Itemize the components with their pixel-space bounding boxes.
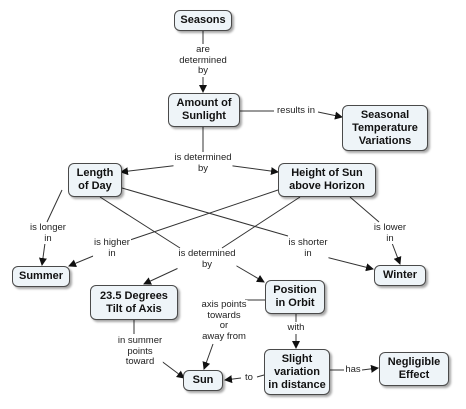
link-has: has [344,364,362,376]
link-is-longer-in: is longer in [29,222,67,244]
line-longer-to-summer [38,242,47,266]
line-height-to-lower [349,196,380,223]
link-to: to [244,372,254,384]
line-slight-to-to [256,374,265,378]
link-axis-points: axis points towards or away from [200,299,248,342]
concept-slight-variation: Slight variation in distance [264,349,330,395]
line-length-to-longer [46,189,63,223]
concept-amount-of-sunlight: Amount of Sunlight [168,93,240,127]
link-is-determined-by-2: is determined by [177,248,237,270]
concept-sun: Sun [183,370,223,391]
link-is-lower-in: is lower in [372,222,408,244]
link-with: with [286,322,306,334]
concept-height-of-sun: Height of Sun above Horizon [278,163,376,197]
line-to-to-sun [224,375,242,384]
concept-summer: Summer [12,266,70,287]
concept-negligible-effect: Negligible Effect [379,352,449,386]
line-insummer-to-sun [159,359,185,379]
line-label-to-seasonal [317,111,343,120]
link-is-shorter-in: is shorter in [287,237,329,259]
line-height-to-determined2 [221,196,301,249]
concept-winter: Winter [374,265,426,286]
line-axis-to-sun [202,343,214,370]
link-in-summer-points: in summer points toward [116,335,164,368]
line-determined-to-height [225,164,279,176]
line-lower-to-winter [391,242,402,265]
concept-tilt-of-axis: 23.5 Degrees Tilt of Axis [90,285,178,320]
line-determined2-to-position [234,264,265,283]
line-has-to-negligible [361,364,379,373]
link-results-in: results in [275,105,317,117]
link-are-determined-by: are determined by [178,44,228,77]
concept-seasons: Seasons [174,10,232,31]
concept-position-in-orbit: Position in Orbit [265,280,325,314]
link-is-higher-in: is higher in [93,237,131,259]
line-length-to-determined2 [99,196,181,249]
concept-length-of-day: Length of Day [68,163,122,197]
concept-seasonal-temperature-variations: Seasonal Temperature Variations [342,105,428,151]
line-height-to-higher [129,189,279,241]
link-is-determined-by-1: is determined by [173,152,233,174]
line-determined-to-length [120,164,181,176]
line-length-to-shorter [121,187,289,237]
